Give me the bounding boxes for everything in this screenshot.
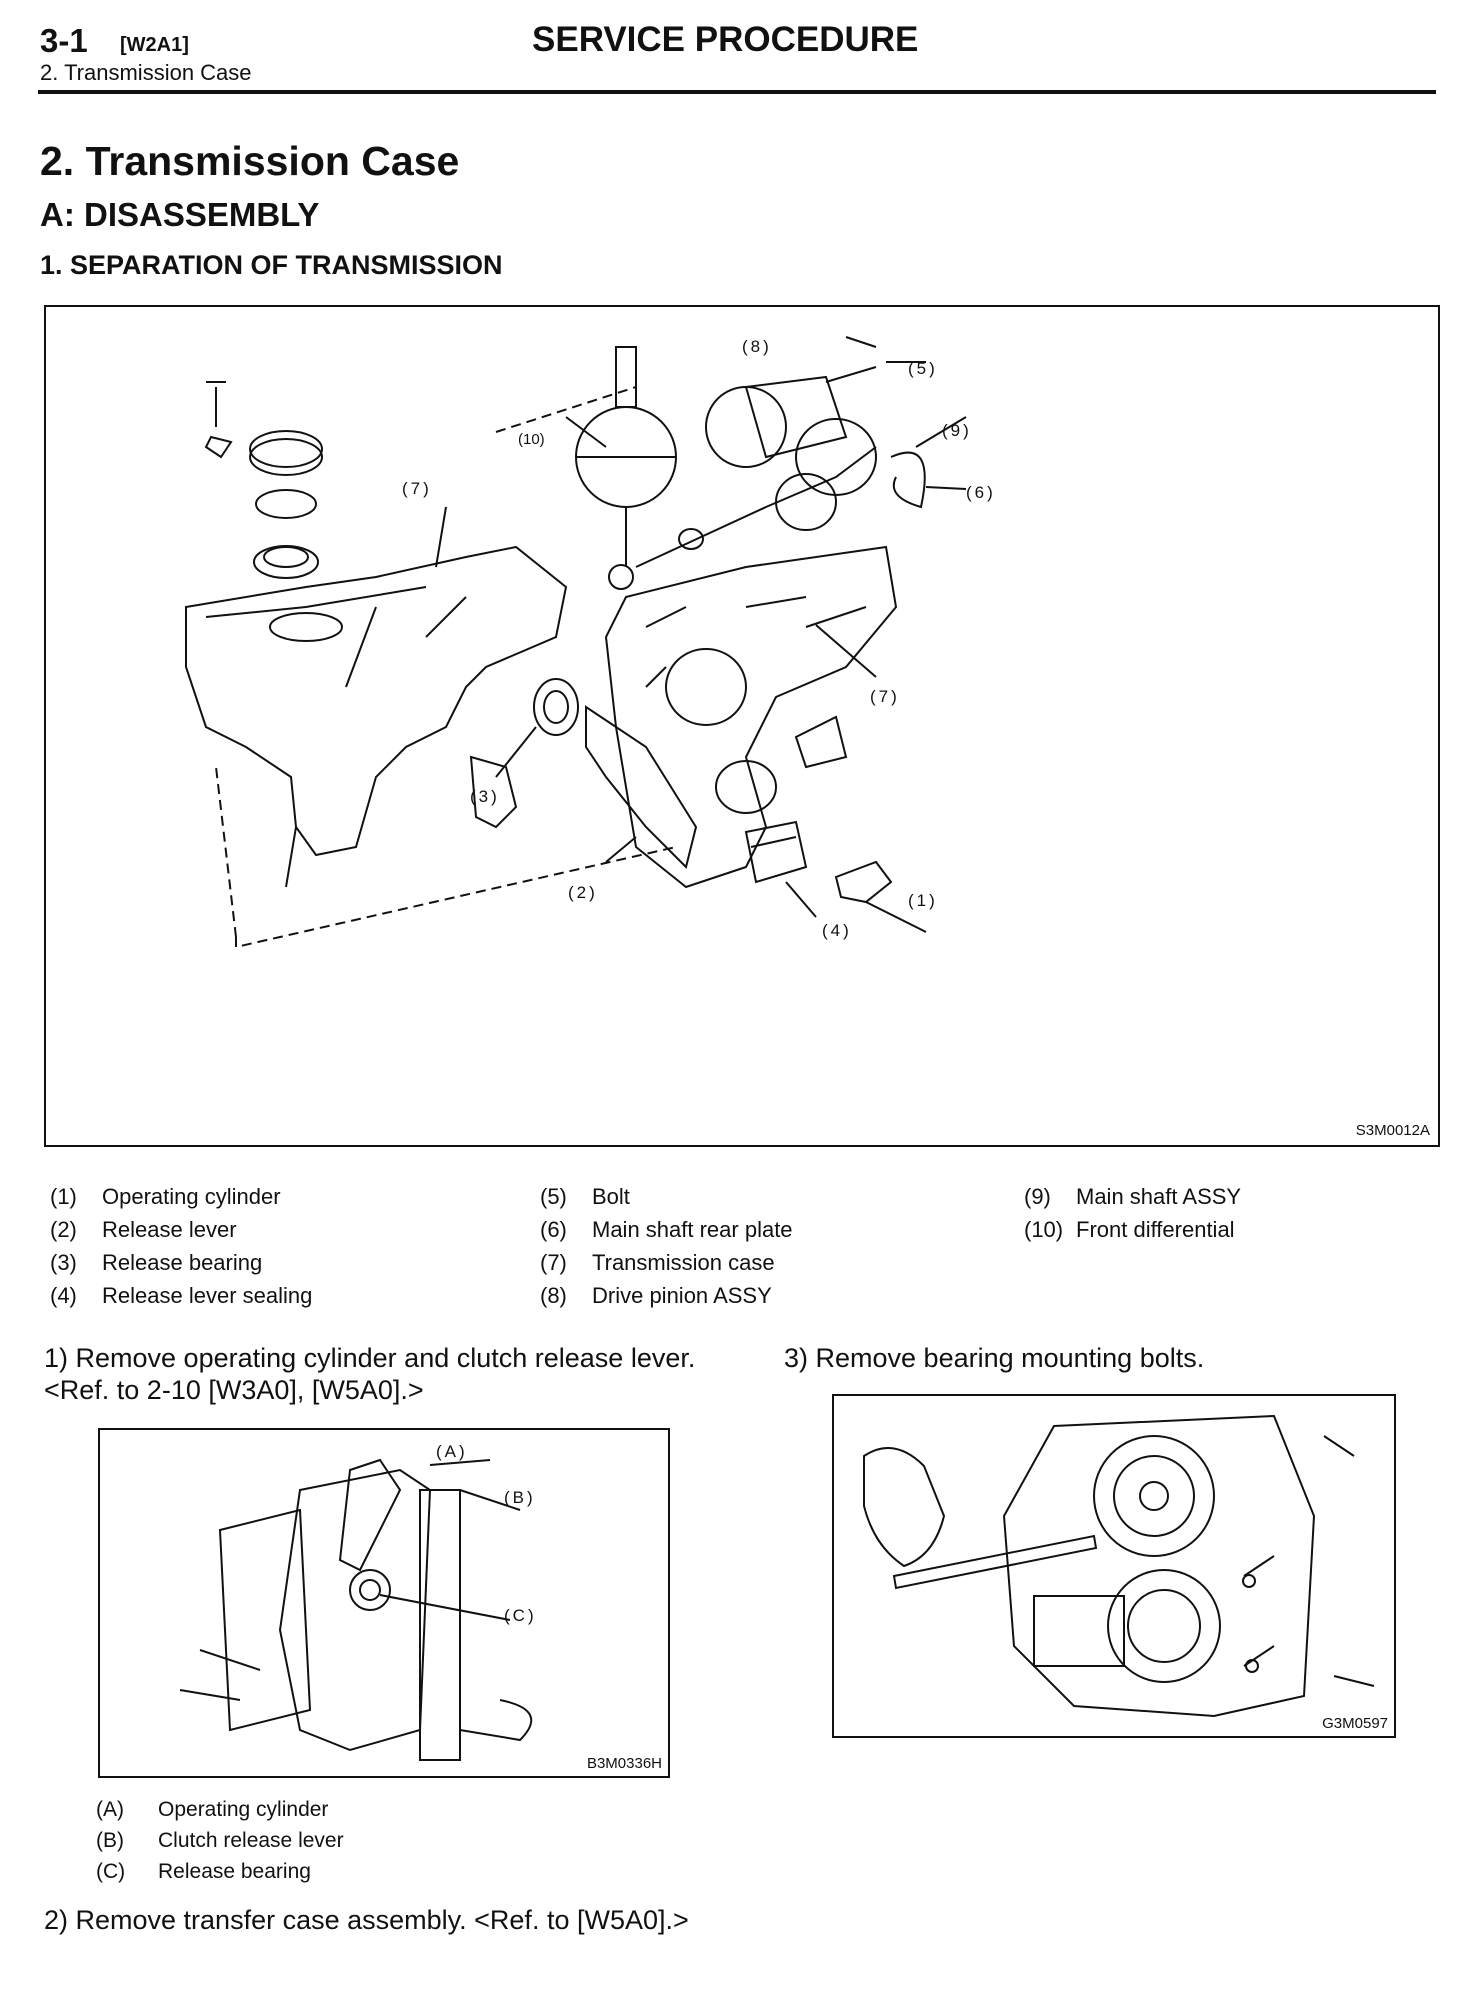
figure-b-legend: (A)Operating cylinder (B)Clutch release … bbox=[96, 1794, 344, 1887]
callout-10: (10) bbox=[518, 431, 545, 448]
legend-column-3: (9)Main shaft ASSY (10)Front differentia… bbox=[1024, 1180, 1241, 1246]
subsection-heading: A: DISASSEMBLY bbox=[40, 196, 320, 233]
page-title: SERVICE PROCEDURE bbox=[532, 20, 919, 59]
callout-5: (5) bbox=[908, 359, 938, 378]
legend-item: (10)Front differential bbox=[1024, 1217, 1235, 1242]
section-heading: 2. Transmission Case bbox=[40, 138, 460, 184]
step-1-text: 1) Remove operating cylinder and clutch … bbox=[44, 1343, 696, 1405]
callout-b: (B) bbox=[504, 1488, 536, 1507]
legend-item: (4)Release lever sealing bbox=[50, 1283, 313, 1308]
callout-4: (4) bbox=[822, 921, 852, 940]
legend-item: (3)Release bearing bbox=[50, 1250, 263, 1275]
bearing-bolts-drawing bbox=[863, 1414, 1375, 1718]
legend-item: (7)Transmission case bbox=[540, 1250, 775, 1275]
legend-item: (5)Bolt bbox=[540, 1184, 630, 1209]
exploded-view-figure: (8) (5) (9) (10) (6) (7) (7) (3) (2) (1)… bbox=[44, 305, 1440, 1147]
legend-item: (A)Operating cylinder bbox=[96, 1798, 329, 1821]
callout-9: (9) bbox=[942, 421, 972, 440]
callout-1: (1) bbox=[908, 891, 938, 910]
legend-item: (1)Operating cylinder bbox=[50, 1184, 281, 1209]
figure-b-code: B3M0336H bbox=[586, 1755, 662, 1772]
clutch-release-drawing bbox=[179, 1458, 533, 1761]
section-number: 3-1 bbox=[40, 22, 88, 59]
procedure-heading: 1. SEPARATION OF TRANSMISSION bbox=[40, 250, 503, 280]
section-code: [W2A1] bbox=[120, 34, 189, 56]
figure-code: S3M0012A bbox=[1355, 1122, 1430, 1139]
header-rule bbox=[38, 90, 1436, 94]
legend-item: (C)Release bearing bbox=[96, 1860, 311, 1883]
callout-7-right: (7) bbox=[870, 687, 900, 706]
callout-6: (6) bbox=[966, 483, 996, 502]
callout-8: (8) bbox=[742, 337, 772, 356]
legend-column-2: (5)Bolt (6)Main shaft rear plate (7)Tran… bbox=[540, 1180, 793, 1312]
legend-item: (8)Drive pinion ASSY bbox=[540, 1283, 772, 1308]
legend-item: (B)Clutch release lever bbox=[96, 1829, 344, 1852]
figure-g-code: G3M0597 bbox=[1322, 1715, 1388, 1732]
bearing-bolts-figure: G3M0597 bbox=[832, 1394, 1396, 1738]
subsection-label: 2. Transmission Case bbox=[40, 60, 252, 85]
legend-column-1: (1)Operating cylinder (2)Release lever (… bbox=[50, 1180, 312, 1312]
clutch-release-figure: (A) (B) (C) B3M0336H bbox=[98, 1428, 670, 1778]
callout-7-left: (7) bbox=[402, 479, 432, 498]
exploded-view-drawing bbox=[185, 336, 967, 949]
step-3-text: 3) Remove bearing mounting bolts. bbox=[784, 1343, 1205, 1373]
callout-a: (A) bbox=[436, 1442, 468, 1461]
callout-2: (2) bbox=[568, 883, 598, 902]
callout-c: (C) bbox=[504, 1606, 537, 1625]
callout-3: (3) bbox=[470, 787, 500, 806]
legend-item: (2)Release lever bbox=[50, 1217, 237, 1242]
legend-item: (6)Main shaft rear plate bbox=[540, 1217, 793, 1242]
legend-item: (9)Main shaft ASSY bbox=[1024, 1184, 1242, 1209]
step-2-text: 2) Remove transfer case assembly. <Ref. … bbox=[44, 1905, 689, 1935]
